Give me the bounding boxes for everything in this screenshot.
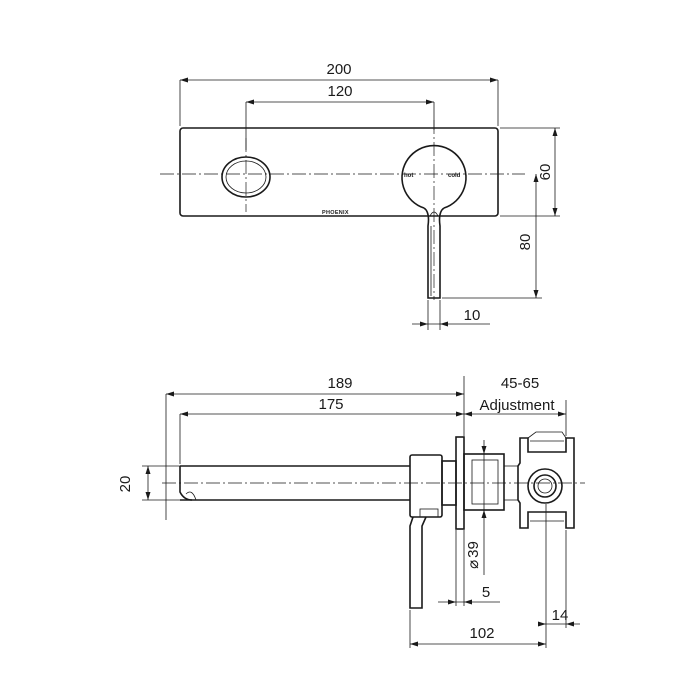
spout-outlet-inner xyxy=(225,160,267,194)
dim-plate-thickness: 5 xyxy=(438,530,500,606)
handle-lever xyxy=(409,508,439,609)
valve-body xyxy=(441,453,518,511)
dim-spout-height: 20 xyxy=(117,465,180,501)
dim-overall-width: 200 xyxy=(179,61,499,126)
svg-text:⌀39: ⌀39 xyxy=(465,541,482,569)
dim-spout-length: 175 xyxy=(179,396,464,464)
dim-adjustment: 45-65 Adjustment xyxy=(464,375,567,436)
dim-plate-height: 60 xyxy=(500,127,560,217)
front-view: hot cold PHOENIX 200 120 60 xyxy=(160,61,560,330)
svg-text:80: 80 xyxy=(517,234,534,251)
brand-label: PHOENIX xyxy=(322,210,349,216)
svg-text:120: 120 xyxy=(327,83,352,100)
svg-text:102: 102 xyxy=(469,625,494,642)
dim-diameter: ⌀39 xyxy=(465,440,487,575)
dim-spout-drop: 80 xyxy=(442,174,542,299)
dim-rear-offset: 14 xyxy=(538,504,580,628)
dim-spout-width: 10 xyxy=(412,300,490,330)
mounting-bracket xyxy=(517,431,575,529)
dim-overall-length: 189 xyxy=(165,375,465,520)
spout-outlet xyxy=(221,156,271,198)
svg-text:20: 20 xyxy=(117,476,134,493)
svg-text:45-65: 45-65 xyxy=(501,375,539,392)
svg-text:5: 5 xyxy=(482,584,490,601)
cold-label: cold xyxy=(448,173,461,179)
svg-text:Adjustment: Adjustment xyxy=(479,397,555,414)
mixer-handle xyxy=(401,144,467,299)
svg-text:200: 200 xyxy=(326,61,351,78)
spout-pipe xyxy=(179,465,410,501)
spout-hub xyxy=(409,454,443,518)
side-view: 189 175 45-65 Adjustment 20 xyxy=(117,375,585,648)
svg-text:10: 10 xyxy=(464,307,481,324)
svg-text:175: 175 xyxy=(318,396,343,413)
svg-text:60: 60 xyxy=(537,164,554,181)
svg-text:189: 189 xyxy=(327,375,352,392)
svg-text:14: 14 xyxy=(552,607,569,624)
dim-body-depth: 102 xyxy=(409,610,547,648)
back-plate xyxy=(179,127,499,217)
hot-label: hot xyxy=(404,173,413,179)
dim-hole-spacing: 120 xyxy=(245,83,435,150)
